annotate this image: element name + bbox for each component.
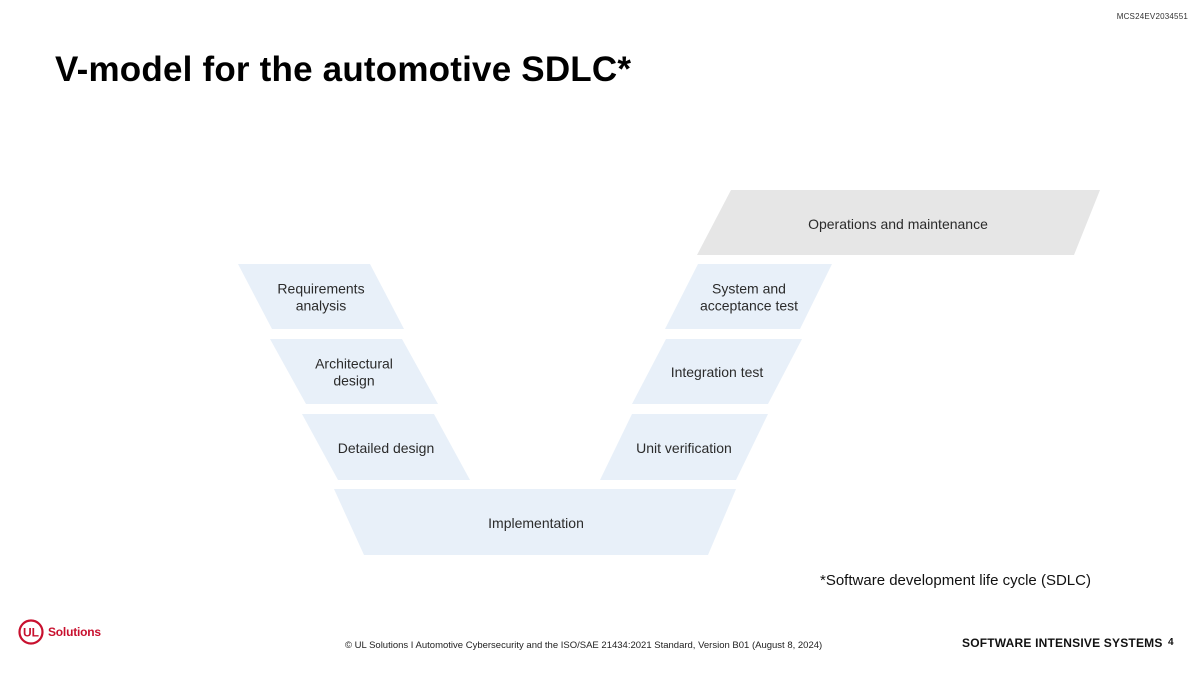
phase-unit — [600, 414, 768, 480]
phase-operations — [697, 190, 1100, 255]
phase-label-operations: Operations and maintenance — [808, 216, 988, 232]
footnote: *Software development life cycle (SDLC) — [820, 572, 1091, 589]
phase-label-integration: Integration test — [671, 364, 764, 380]
phase-label-detailed: Detailed design — [338, 440, 435, 456]
ul-logo-icon: UL — [18, 619, 44, 645]
phase-label-implementation: Implementation — [488, 515, 584, 531]
ul-solutions-logo: UL Solutions — [18, 619, 101, 645]
page-number: 4 — [1168, 637, 1174, 648]
phase-requirements — [238, 264, 404, 329]
page-title: V-model for the automotive SDLC* — [55, 50, 632, 89]
logo-mark: UL — [23, 626, 39, 640]
phase-integration — [632, 339, 802, 404]
phase-system — [665, 264, 832, 329]
phase-architectural — [270, 339, 438, 404]
phase-detailed — [302, 414, 470, 480]
logo-label: Solutions — [48, 625, 101, 639]
phase-label-unit: Unit verification — [636, 440, 732, 456]
phase-implementation — [334, 489, 736, 555]
footer-copyright: © UL Solutions I Automotive Cybersecurit… — [345, 640, 823, 651]
brand-tag: SOFTWARE INTENSIVE SYSTEMS — [962, 636, 1163, 650]
document-code: MCS24EV2034551 — [1116, 12, 1188, 21]
